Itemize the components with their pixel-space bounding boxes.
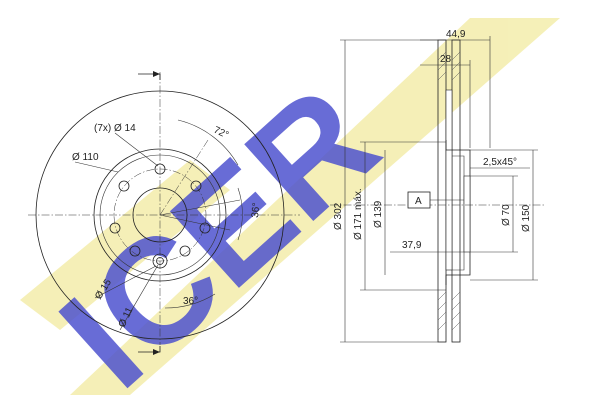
label-171: Ø 171 máx. — [353, 188, 364, 240]
radial-line-2 — [159, 199, 241, 216]
leader-dia15 — [94, 265, 157, 299]
side-view: 44,9 28 2,5x45° A Ø 302 Ø 171 máx. Ø 139… — [330, 29, 545, 343]
bolt-hole — [190, 180, 202, 192]
angle-arc-72 — [177, 119, 239, 166]
radial-line-3 — [159, 214, 231, 231]
angle-arc-36-bottom — [164, 293, 216, 309]
leader-holes — [114, 132, 159, 167]
label-70: Ø 70 — [501, 204, 512, 226]
label-28: 28 — [440, 54, 452, 65]
hat-profile-inner — [452, 155, 465, 271]
label-449: 44,9 — [446, 29, 466, 40]
bolt-hole — [118, 180, 130, 192]
leader-dia11 — [119, 264, 159, 331]
label-150: Ø 150 — [521, 204, 532, 232]
leader-pcd — [74, 161, 119, 173]
bolt-hole — [154, 163, 166, 175]
bolt-hole — [199, 222, 211, 234]
label-bolt-holes: (7x) Ø 14 — [94, 123, 136, 134]
hub-bore-region — [463, 175, 471, 253]
label-datum: A — [415, 196, 422, 207]
bolt-holes — [109, 163, 211, 269]
radial-line-1 — [159, 139, 209, 216]
label-139: Ø 139 — [373, 200, 384, 228]
locating-hole-inner — [156, 257, 164, 265]
label-379: 37,9 — [402, 240, 422, 251]
arrowhead-top — [153, 71, 160, 77]
bolt-hole — [109, 222, 121, 234]
watermark-logo: ICER — [20, 18, 560, 400]
bolt-hole — [129, 245, 141, 257]
bolt-hole — [179, 245, 191, 257]
section-hatching — [437, 51, 461, 331]
watermark-yellow-band — [70, 18, 560, 395]
locating-hole-outer — [152, 253, 168, 269]
arrowhead-bottom — [153, 349, 160, 355]
label-pcd: Ø 110 — [72, 152, 99, 163]
label-angle-36-bottom: 36° — [183, 296, 198, 307]
angle-arc-36-right — [237, 187, 243, 241]
label-angle-36-right: 36° — [250, 202, 262, 218]
label-chamfer: 2,5x45° — [483, 157, 517, 168]
label-302: Ø 302 — [333, 202, 344, 230]
vane-gap — [445, 89, 453, 271]
